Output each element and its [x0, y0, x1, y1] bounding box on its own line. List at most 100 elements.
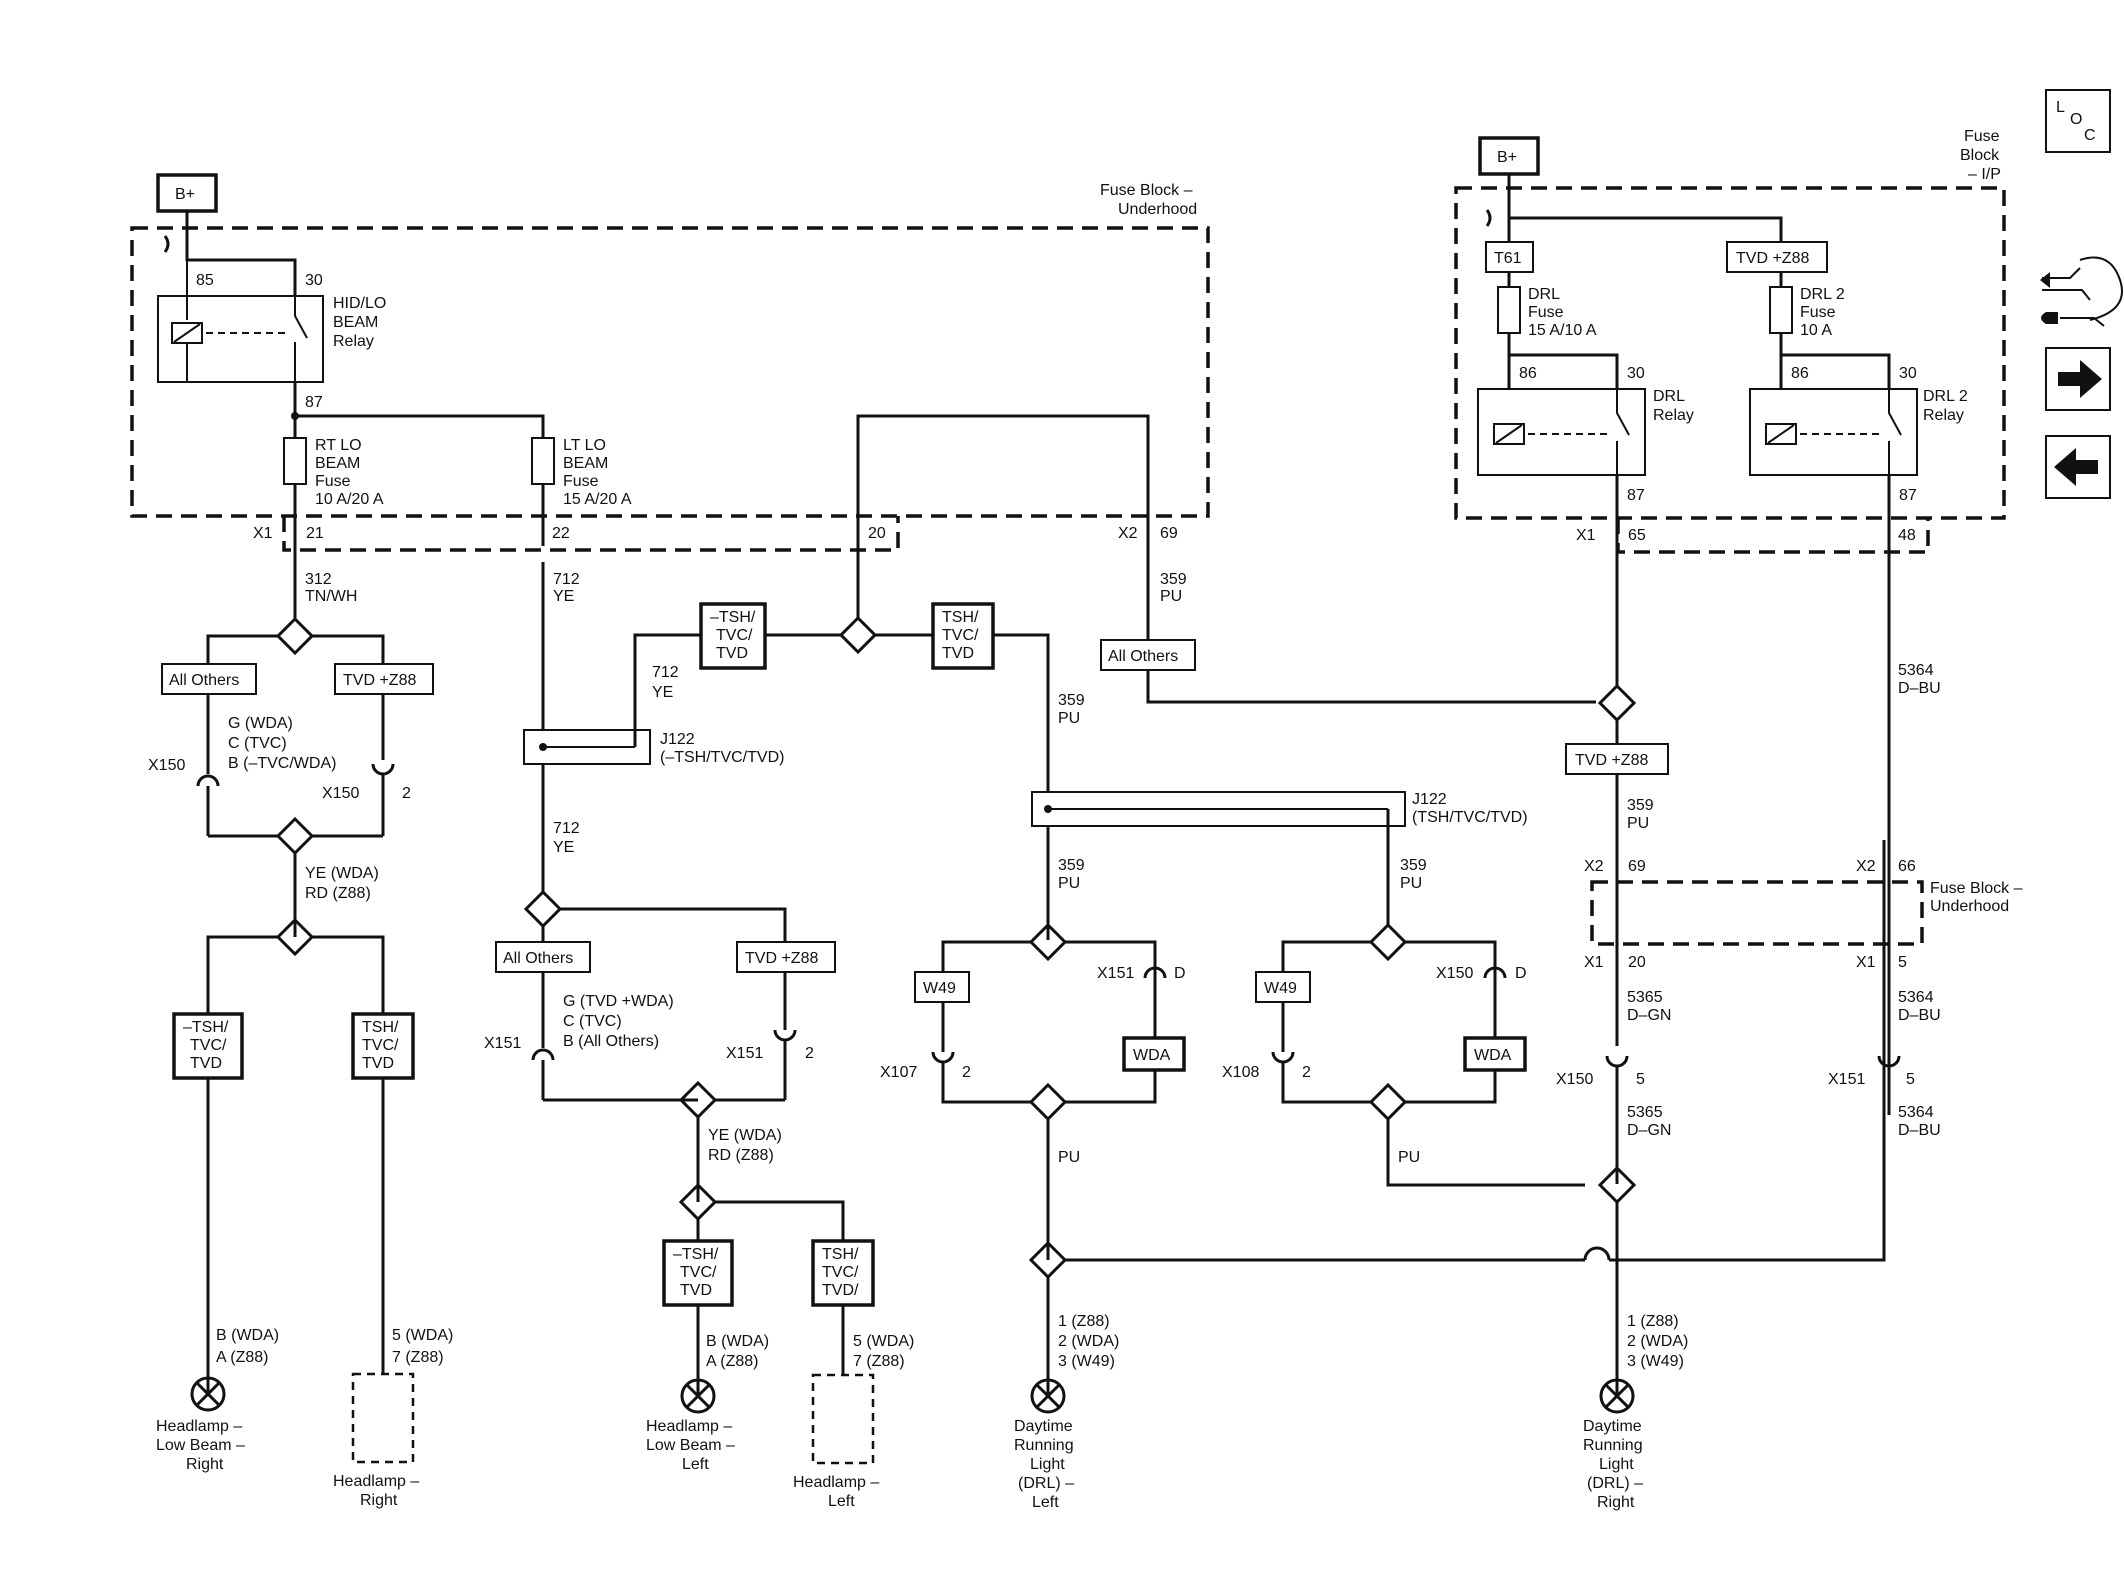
- svg-text:2 (WDA): 2 (WDA): [1058, 1333, 1119, 1350]
- option-all-others: All Others: [161, 663, 257, 695]
- relay-name: Relay: [333, 333, 374, 350]
- prev-page-button[interactable]: [2045, 435, 2111, 499]
- connector-tool-icon[interactable]: [2040, 256, 2123, 327]
- option-neg-tsh-ll: –TSH/ TVC/ TVD: [662, 1239, 734, 1307]
- svg-text:359: 359: [1058, 857, 1085, 874]
- svg-text:TVC/: TVC/: [716, 627, 753, 644]
- svg-text:5364: 5364: [1898, 1104, 1934, 1121]
- svg-text:–TSH/: –TSH/: [183, 1019, 229, 1036]
- svg-text:Headlamp –: Headlamp –: [646, 1418, 732, 1435]
- svg-text:Daytime: Daytime: [1583, 1418, 1642, 1435]
- svg-text:312: 312: [305, 571, 332, 588]
- svg-text:Headlamp –: Headlamp –: [333, 1473, 419, 1490]
- loc-button[interactable]: L O C: [2045, 89, 2111, 153]
- svg-text:Fuse: Fuse: [563, 473, 599, 490]
- svg-text:X107: X107: [880, 1064, 917, 1081]
- splice-diamond: [1028, 922, 1068, 962]
- svg-text:(TSH/TVC/TVD): (TSH/TVC/TVD): [1412, 809, 1528, 826]
- svg-text:48: 48: [1898, 527, 1916, 544]
- next-page-button[interactable]: [2045, 347, 2111, 411]
- svg-text:Fuse: Fuse: [1800, 304, 1836, 321]
- splice-diamond: [275, 616, 315, 656]
- svg-text:D–GN: D–GN: [1627, 1122, 1671, 1139]
- svg-text:W49: W49: [923, 980, 956, 997]
- svg-text:B+: B+: [1497, 149, 1517, 166]
- svg-text:TSH/: TSH/: [942, 609, 979, 626]
- svg-text:86: 86: [1519, 365, 1537, 382]
- loc-c: C: [2084, 127, 2096, 144]
- svg-text:10 A/20 A: 10 A/20 A: [315, 491, 384, 508]
- splice-diamond: [1368, 1082, 1408, 1122]
- drl-relay: 86 30 DRL Relay 87: [1477, 365, 1694, 504]
- svg-text:22: 22: [552, 525, 570, 542]
- svg-text:D–BU: D–BU: [1898, 680, 1941, 697]
- svg-text:B (WDA): B (WDA): [706, 1333, 769, 1350]
- svg-text:TVC/: TVC/: [942, 627, 979, 644]
- svg-text:TVD: TVD: [680, 1282, 712, 1299]
- svg-text:69: 69: [1160, 525, 1178, 542]
- svg-text:W49: W49: [1264, 980, 1297, 997]
- svg-text:Fuse Block –: Fuse Block –: [1930, 880, 2023, 897]
- svg-text:Headlamp –: Headlamp –: [156, 1418, 242, 1435]
- svg-text:Relay: Relay: [1923, 407, 1964, 424]
- svg-text:G (WDA): G (WDA): [228, 715, 293, 732]
- relay-name: HID/LO: [333, 295, 386, 312]
- pin-label: 87: [305, 394, 323, 411]
- svg-text:Block: Block: [1960, 147, 2000, 164]
- splice-diamond: [523, 889, 563, 929]
- wire-bplus-feed: [163, 211, 297, 296]
- svg-text:5: 5: [1906, 1071, 1915, 1088]
- svg-text:X2: X2: [1584, 858, 1604, 875]
- svg-text:X1: X1: [1584, 954, 1604, 971]
- svg-text:Fuse: Fuse: [315, 473, 351, 490]
- bplus-left: B+: [156, 173, 218, 213]
- splice-j122-pos: J122 (TSH/TVC/TVD): [1031, 791, 1528, 827]
- svg-text:Light: Light: [1030, 1456, 1065, 1473]
- fuse-block-underhood-label: Underhood: [1118, 201, 1197, 218]
- svg-text:Low Beam –: Low Beam –: [646, 1437, 735, 1454]
- svg-text:D: D: [1174, 965, 1186, 982]
- option-neg-tsh-mid: –TSH/ TVC/ TVD: [699, 602, 767, 670]
- svg-text:X2: X2: [1856, 858, 1876, 875]
- svg-text:5364: 5364: [1898, 662, 1934, 679]
- svg-text:–TSH/: –TSH/: [673, 1246, 719, 1263]
- option-all-others-359: All Others: [1100, 639, 1196, 671]
- option-tvd-z88-drl: TVD +Z88: [1565, 743, 1669, 775]
- svg-text:X1: X1: [1576, 527, 1596, 544]
- svg-text:G (TVD +WDA): G (TVD +WDA): [563, 993, 674, 1010]
- svg-text:7 (Z88): 7 (Z88): [853, 1353, 905, 1370]
- svg-text:Headlamp –: Headlamp –: [793, 1474, 879, 1491]
- drl-right-lamp: Daytime Running Light (DRL) – Right: [1583, 1378, 1643, 1511]
- headlamp-right: Headlamp – Right: [333, 1372, 419, 1509]
- svg-text:TVD +Z88: TVD +Z88: [343, 672, 416, 689]
- svg-text:X108: X108: [1222, 1064, 1259, 1081]
- svg-text:Left: Left: [682, 1456, 709, 1473]
- svg-text:PU: PU: [1398, 1149, 1420, 1166]
- svg-text:PU: PU: [1058, 875, 1080, 892]
- fuse-block-ip-outline: [1454, 186, 2006, 520]
- svg-text:65: 65: [1628, 527, 1646, 544]
- svg-text:TVD +Z88: TVD +Z88: [1736, 250, 1809, 267]
- svg-text:D–BU: D–BU: [1898, 1007, 1941, 1024]
- svg-text:DRL: DRL: [1653, 388, 1685, 405]
- svg-text:YE: YE: [553, 588, 574, 605]
- svg-text:WDA: WDA: [1474, 1047, 1512, 1064]
- hid-lo-beam-relay: 85 30 HID/LO BEAM Relay 87: [157, 260, 386, 411]
- svg-text:WDA: WDA: [1133, 1047, 1171, 1064]
- svg-text:Fuse: Fuse: [1528, 304, 1564, 321]
- fuse-block-underhood-2-outline: [1590, 880, 1924, 946]
- lt-lo-beam-fuse: LT LO BEAM Fuse 15 A/20 A: [531, 437, 632, 508]
- svg-text:712: 712: [652, 664, 679, 681]
- option-wda-mid: WDA: [1463, 1036, 1527, 1072]
- svg-text:RD (Z88): RD (Z88): [305, 885, 371, 902]
- svg-text:YE (WDA): YE (WDA): [305, 865, 379, 882]
- svg-text:PU: PU: [1400, 875, 1422, 892]
- svg-text:66: 66: [1898, 858, 1916, 875]
- svg-text:TVD +Z88: TVD +Z88: [745, 950, 818, 967]
- svg-text:A (Z88): A (Z88): [216, 1349, 268, 1366]
- svg-text:(DRL) –: (DRL) –: [1587, 1475, 1643, 1492]
- fuse-block-underhood-outline: [130, 226, 1210, 518]
- svg-text:10 A: 10 A: [1800, 322, 1832, 339]
- svg-text:X1: X1: [1856, 954, 1876, 971]
